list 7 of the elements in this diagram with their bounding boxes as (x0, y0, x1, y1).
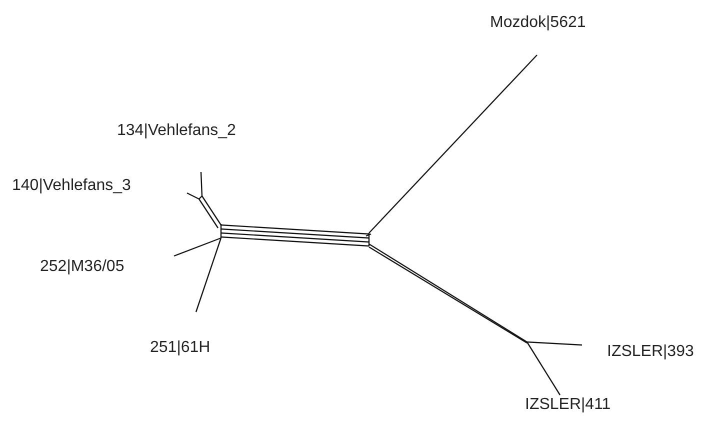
taxon-label: Mozdok|5621 (490, 15, 586, 31)
taxon-label: 251|61H (150, 340, 210, 356)
taxon-label: 134|Vehlefans_2 (117, 123, 236, 139)
taxon-label: 252|M36/05 (40, 259, 124, 275)
taxon-label: IZSLER|393 (607, 344, 694, 360)
taxon-label: 140|Vehlefans_3 (12, 178, 131, 194)
taxon-label: IZSLER|411 (525, 397, 611, 413)
